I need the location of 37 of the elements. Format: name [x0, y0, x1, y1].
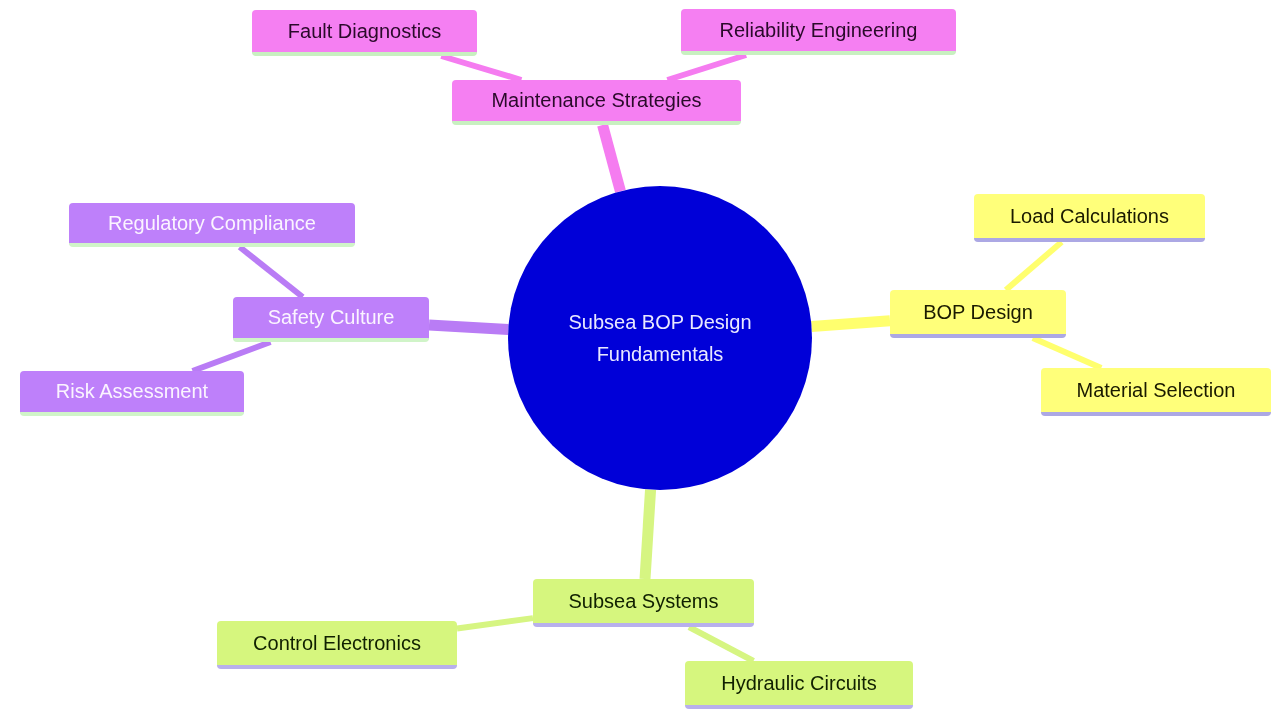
branch-line: [1031, 335, 1103, 371]
topic-box: [974, 194, 1205, 242]
branch-line: [456, 615, 534, 632]
topic-label: Control Electronics: [253, 631, 421, 655]
branch-line: [639, 489, 657, 580]
topic-label: Regulatory Compliance: [108, 211, 316, 235]
topic-box: [20, 371, 244, 416]
branch-line: [428, 319, 509, 335]
branch-line: [666, 52, 747, 83]
topic-box: [217, 621, 457, 669]
branch-line: [237, 244, 305, 300]
topic-box: [1041, 368, 1271, 416]
topic-label: Reliability Engineering: [719, 18, 918, 42]
topic-box: [452, 80, 741, 125]
branch-line: [1003, 239, 1064, 293]
topic-label: Risk Assessment: [55, 380, 209, 403]
branch-line: [191, 339, 272, 374]
topic-box: [233, 297, 429, 342]
topic-box: [533, 579, 754, 627]
topic-label: Maintenance Strategies: [491, 89, 702, 112]
topic-box: [252, 10, 477, 56]
topic-label: Load Calculations: [1010, 204, 1169, 228]
topic-box: [681, 9, 956, 55]
branch-line: [811, 315, 891, 333]
topic-label: BOP Design: [923, 300, 1033, 324]
topic-label: Subsea BOP Design Fundamentals: [567, 310, 753, 367]
topic-label: Fault Diagnostics: [287, 19, 442, 43]
topic-box: [69, 203, 355, 247]
branch-line: [687, 624, 755, 664]
topic-box: [685, 661, 913, 709]
branch-line: [597, 123, 626, 193]
topic-label: Material Selection: [1076, 378, 1236, 402]
topic-label: Hydraulic Circuits: [721, 671, 877, 695]
branch-line: [440, 53, 523, 83]
topic-label: Safety Culture: [267, 306, 395, 329]
topic-box: [890, 290, 1066, 338]
topic-label: Subsea Systems: [568, 589, 719, 613]
